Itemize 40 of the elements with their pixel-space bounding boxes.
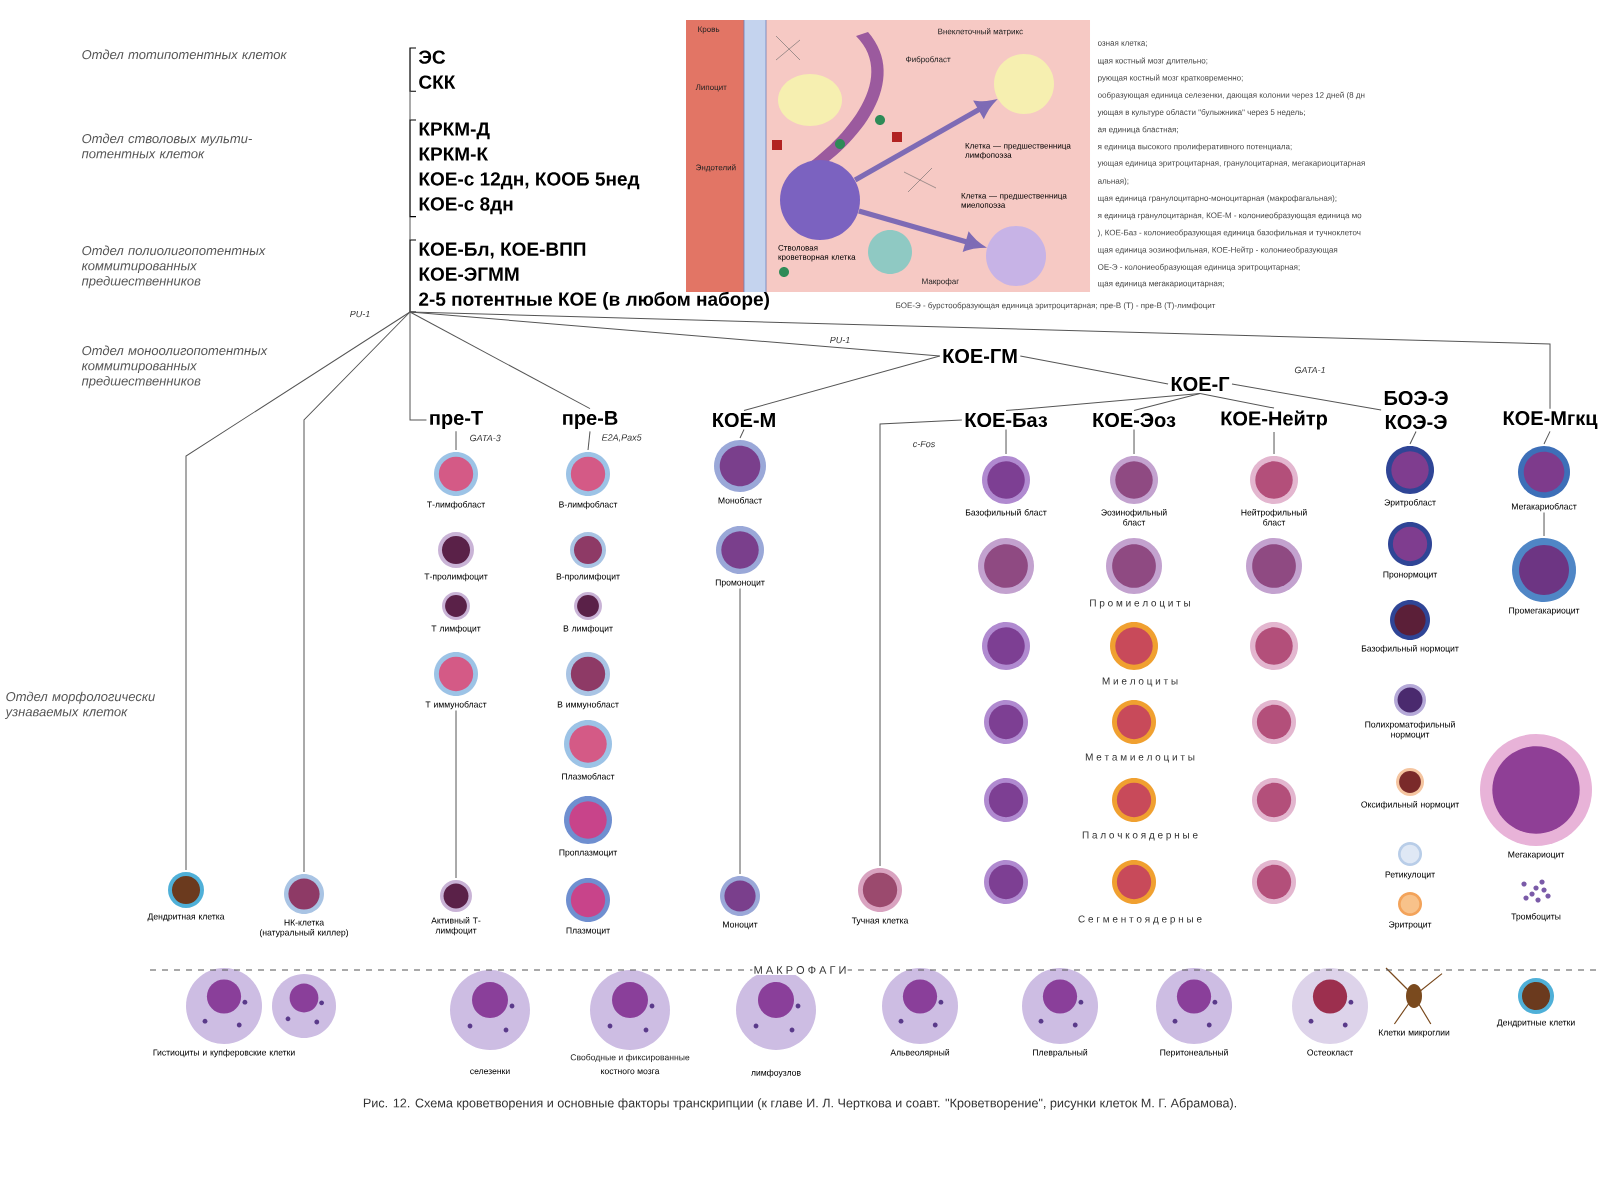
connector-line xyxy=(409,216,411,241)
connector-line xyxy=(739,588,741,875)
connector-line xyxy=(1543,512,1545,537)
connector-line xyxy=(1133,393,1201,411)
arrow xyxy=(853,100,994,183)
progenitor-label: КОЕ-Мгкц xyxy=(1503,411,1598,429)
connector-line xyxy=(1231,383,1382,411)
progenitor-label: БОЭ-Э КОЭ-Э xyxy=(1384,390,1448,430)
connector-line xyxy=(303,311,411,873)
connector-line xyxy=(185,311,411,871)
progenitor-label: КОЕ-Г xyxy=(1171,376,1230,392)
connector-line xyxy=(1409,431,1417,445)
connector-line xyxy=(409,311,591,410)
connector-line xyxy=(1005,429,1007,455)
connector-line xyxy=(1019,355,1169,385)
connector-line xyxy=(455,710,457,879)
progenitor-label: КОЕ-Баз xyxy=(965,412,1048,428)
connector-line xyxy=(587,430,591,451)
connector-line xyxy=(1133,429,1135,455)
progenitor-label: КОЕ-Нейтр xyxy=(1221,410,1328,430)
connector-line xyxy=(409,311,427,421)
connector-line xyxy=(1005,393,1201,411)
connector-line xyxy=(409,90,411,121)
connector-line xyxy=(743,355,941,411)
arrow xyxy=(858,208,983,251)
connector-line xyxy=(1543,430,1551,445)
progenitor-label: КОЕ-ГМ xyxy=(943,348,1017,364)
bracketed-list: ЭС СКК xyxy=(409,47,456,92)
progenitor-label: пре-Т xyxy=(430,411,483,429)
connector-line xyxy=(1199,393,1275,409)
connector-line xyxy=(879,419,963,867)
bracketed-list: КРКМ-Д КРКМ-К КОЕ-с 12дн, КООБ 5нед КОЕ-с 8дн xyxy=(409,119,640,218)
connector-line xyxy=(455,430,457,451)
connector-line xyxy=(739,429,745,439)
connector-line xyxy=(1273,431,1275,455)
progenitor-label: КОЕ-Эоз xyxy=(1093,412,1176,428)
bracketed-list: КОЕ-Бл, КОЕ-ВПП КОЕ-ЭГММ 2-5 потентные КОЕ (в любом наборе) xyxy=(409,239,769,313)
connector-line xyxy=(409,311,1551,410)
progenitor-label: пре-В xyxy=(563,411,618,429)
progenitor-label: КОЕ-М xyxy=(713,412,775,428)
